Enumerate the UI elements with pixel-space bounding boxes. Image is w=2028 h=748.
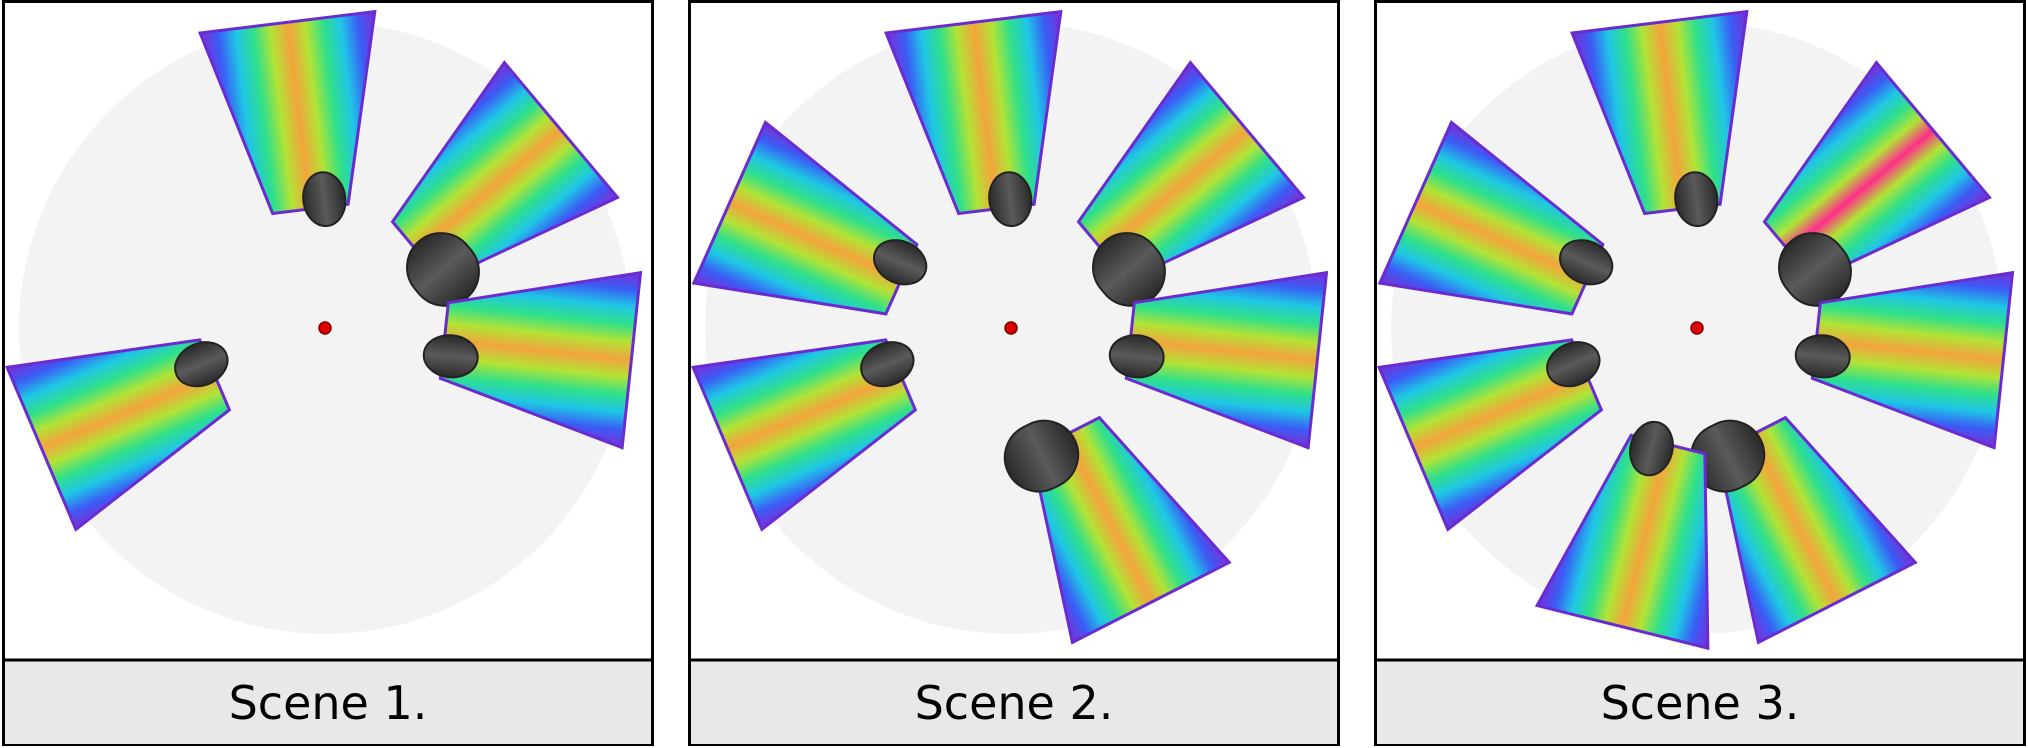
spectrum-wedge	[390, 60, 620, 282]
center-marker	[318, 321, 332, 335]
spectrum-wedge	[4, 338, 232, 532]
obstacle-shadow-wedge	[884, 9, 1063, 228]
obstacle-shadow-wedge	[1794, 270, 2015, 450]
obstacle-cylinder	[174, 341, 229, 388]
center-marker	[1004, 321, 1018, 335]
obstacle-shadow-wedge	[1570, 9, 1749, 228]
obstacle-body	[302, 171, 347, 228]
obstacle-shadow-wedge	[1003, 415, 1232, 645]
obstacle-shadow-wedge	[1762, 60, 1992, 307]
obstacle-shadow-wedge	[1076, 60, 1306, 307]
scene-2-panel: Scene 2.	[688, 0, 1340, 746]
obstacle-cylinder	[1629, 420, 1674, 477]
spectrum-wedge	[198, 9, 377, 216]
obstacle-body	[422, 334, 479, 379]
spectrum-wedge	[690, 338, 918, 532]
obstacle-shadow-wedge	[1534, 420, 1710, 651]
spectrum-wedge	[1124, 270, 1329, 450]
panel-frame	[1374, 0, 2026, 746]
scene-1-caption: Scene 1.	[228, 676, 428, 730]
obstacle-body	[1559, 239, 1614, 286]
spectrum-wedge	[1762, 60, 1992, 282]
caption-band	[691, 660, 1337, 744]
scene-2-plot	[688, 0, 1340, 746]
obstacle-shadow-wedge	[422, 270, 643, 450]
scene-3-panel: Scene 3.	[1374, 0, 2026, 746]
obstacle-body	[1674, 171, 1719, 228]
obstacle-cylinder	[988, 171, 1033, 228]
obstacle-body	[873, 239, 928, 286]
obstacle-cylinder	[1778, 232, 1852, 307]
obstacle-shadow-wedge	[1376, 338, 1604, 532]
obstacle-body	[174, 341, 229, 388]
obstacle-cylinder	[860, 341, 915, 388]
obstacle-body	[1794, 334, 1851, 379]
spectrum-wedge	[1377, 119, 1605, 316]
obstacle-cylinder	[1108, 334, 1165, 379]
obstacle-body	[860, 341, 915, 388]
spectrum-wedge	[438, 270, 643, 450]
obstacle-shadow-wedge	[198, 9, 377, 228]
obstacle-shadow-wedge	[1108, 270, 1329, 450]
obstacle-cylinder	[1546, 341, 1601, 388]
scene-1-panel: Scene 1.	[2, 0, 654, 746]
obstacle-cylinder	[873, 239, 928, 286]
spectrum-wedge	[1076, 60, 1306, 282]
obstacle-cylinder	[1674, 171, 1719, 228]
obstacle-cylinder	[1559, 239, 1614, 286]
spectrum-wedge	[1534, 433, 1710, 651]
scene-3-plot	[1374, 0, 2026, 746]
scene-2-caption: Scene 2.	[914, 676, 1114, 730]
spectrum-wedge	[1810, 270, 2015, 450]
spectrum-wedge	[1376, 338, 1604, 532]
panel-frame	[688, 0, 1340, 746]
obstacle-cylinder	[422, 334, 479, 379]
obstacle-cylinder	[1092, 232, 1166, 307]
obstacle-body	[1108, 334, 1165, 379]
spectrum-wedge	[691, 119, 919, 316]
obstacle-shadow-wedge	[1689, 415, 1918, 645]
obstacle-body	[1778, 232, 1852, 307]
spectrum-wedge	[1029, 415, 1232, 645]
obstacle-cylinder	[1794, 334, 1851, 379]
obstacle-shadow-wedge	[690, 338, 918, 532]
panel-frame	[2, 0, 654, 746]
obstacle-shadow-wedge	[4, 338, 232, 532]
caption-band	[5, 660, 651, 744]
obstacle-shadow-wedge	[390, 60, 620, 307]
obstacle-body	[1092, 232, 1166, 307]
spectrum-wedge	[884, 9, 1063, 216]
spectrum-wedge	[1715, 415, 1918, 645]
scene-1-plot	[2, 0, 654, 746]
obstacle-body	[1003, 419, 1080, 493]
caption-band	[1377, 660, 2023, 744]
obstacle-shadow-wedge	[1377, 119, 1614, 316]
obstacle-cylinder	[302, 171, 347, 228]
obstacle-body	[1546, 341, 1601, 388]
obstacle-cylinder	[406, 232, 480, 307]
obstacle-shadow-wedge	[691, 119, 928, 316]
scene-3-caption: Scene 3.	[1600, 676, 1800, 730]
spectrum-wedge	[1570, 9, 1749, 216]
obstacle-body	[988, 171, 1033, 228]
obstacle-body	[1629, 420, 1674, 477]
obstacle-body	[406, 232, 480, 307]
obstacle-cylinder	[1003, 419, 1080, 493]
center-marker	[1690, 321, 1704, 335]
